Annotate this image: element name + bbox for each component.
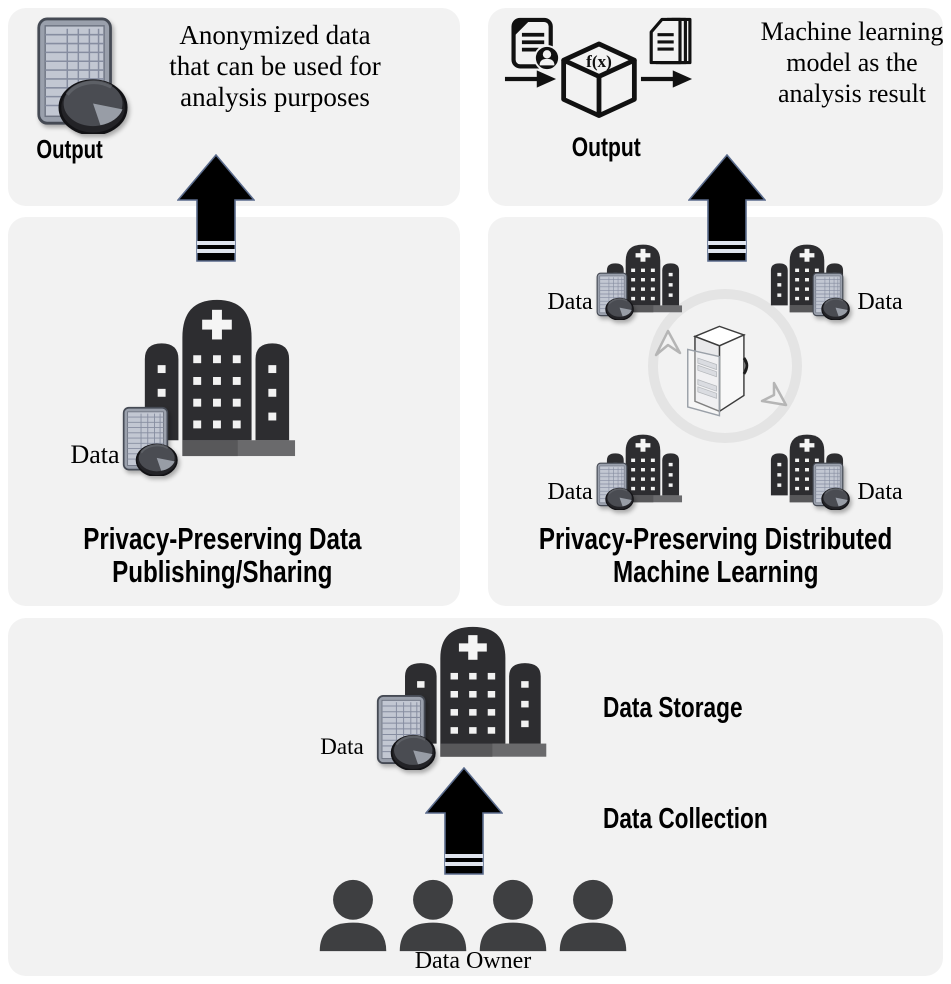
data-label: Data (320, 734, 364, 759)
data-label: Data (857, 479, 903, 505)
panel-pp-distributed-ml (488, 217, 943, 606)
section-title-publishing: Privacy-Preserving Data (83, 521, 362, 556)
output-label: Output (571, 132, 641, 162)
spreadsheet-chart-icon (376, 694, 436, 770)
person-icon (479, 879, 547, 952)
data-label: Data (547, 479, 593, 505)
spreadsheet-chart-icon (812, 272, 850, 320)
person-icon (319, 879, 387, 952)
up-arrow-icon (425, 767, 503, 875)
data-storage-label: Data Storage (603, 692, 743, 724)
spreadsheet-chart-icon (36, 16, 128, 134)
caption-anonymized: Anonymized data that can be used for ana… (169, 20, 381, 112)
server-icon (687, 325, 749, 417)
spreadsheet-chart-icon (596, 272, 634, 320)
section-title-distributed-ml: Privacy-Preserving Distributed (538, 521, 893, 556)
spreadsheet-chart-icon (812, 462, 850, 510)
up-arrow-icon (688, 154, 766, 262)
fx-label: f(x) (586, 52, 612, 71)
person-icon (559, 879, 627, 952)
up-arrow-icon (177, 154, 255, 262)
caption-ml-model: Machine learning model as the analysis r… (760, 17, 944, 108)
data-owner-label: Data Owner (414, 948, 532, 974)
data-collection-label: Data Collection (603, 803, 768, 835)
spreadsheet-chart-icon (122, 406, 178, 476)
document-user-icon (511, 17, 560, 71)
documents-stack-icon (649, 17, 692, 65)
right-arrow-icon (640, 68, 694, 90)
data-label: Data (857, 289, 903, 315)
section-title-distributed-ml: Machine Learning (612, 554, 819, 589)
spreadsheet-chart-icon (596, 462, 634, 510)
output-label: Output (36, 134, 104, 164)
sync-ring-icon (648, 289, 802, 443)
person-icon (399, 879, 467, 952)
section-title-publishing: Publishing/Sharing (112, 554, 333, 589)
data-label: Data (70, 440, 120, 469)
fx-cube-icon: f(x) (561, 41, 637, 119)
data-label: Data (547, 289, 593, 315)
right-arrow-icon (504, 68, 558, 90)
